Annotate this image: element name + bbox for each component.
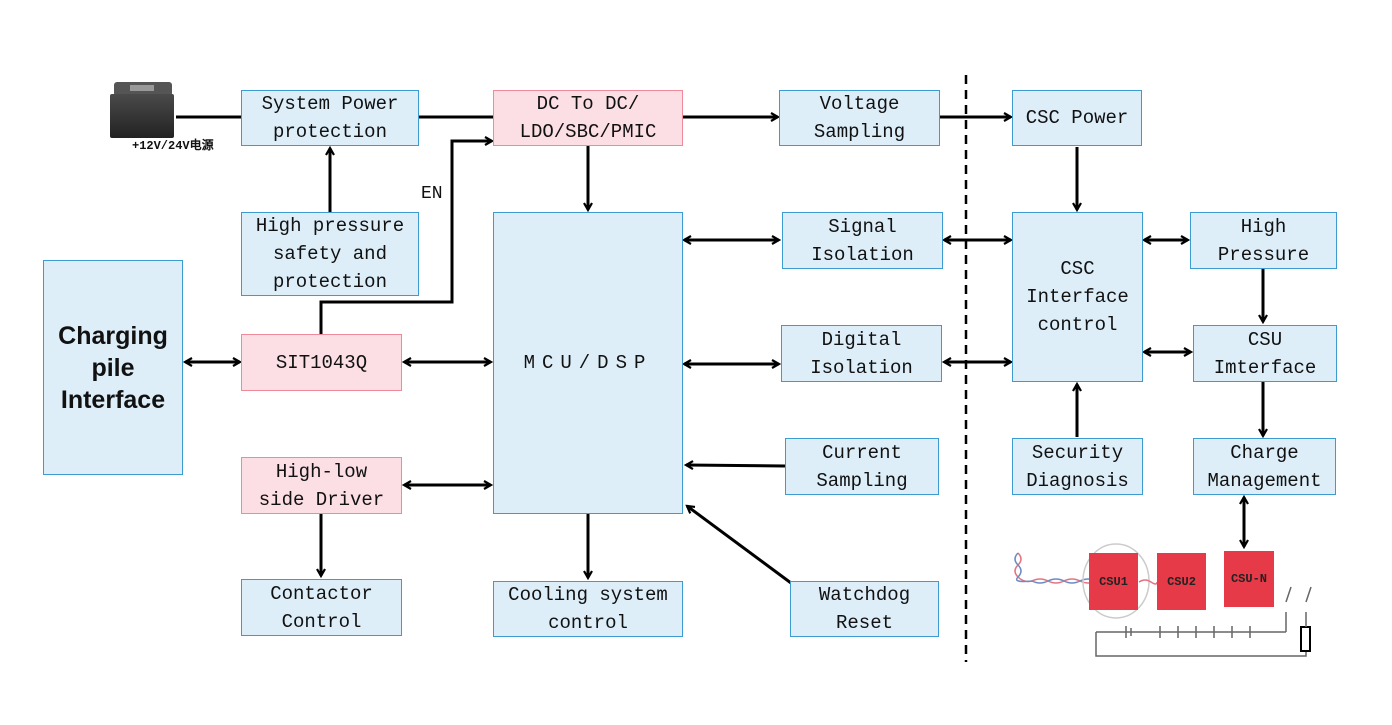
battery-pack-diagram bbox=[1014, 543, 1312, 657]
watchdog-reset-block: Watchdog Reset bbox=[790, 581, 939, 637]
current-to-mcu bbox=[686, 465, 786, 466]
high-pressure-block: High Pressure bbox=[1190, 212, 1337, 269]
signal-isolation-block: Signal Isolation bbox=[782, 212, 943, 269]
voltage-sampling-block: Voltage Sampling bbox=[779, 90, 940, 146]
high-pressure-safety-block: High pressure safety and protection bbox=[241, 212, 419, 296]
en-line bbox=[319, 141, 492, 334]
cooling-system-control-block: Cooling system control bbox=[493, 581, 683, 637]
charging-pile-interface-block: Charging pile Interface bbox=[43, 260, 183, 475]
mcu-dsp-block: MCU/DSP bbox=[493, 212, 683, 514]
charge-management-block: Charge Management bbox=[1193, 438, 1336, 495]
contactor-control-block: Contactor Control bbox=[241, 579, 402, 636]
digital-isolation-block: Digital Isolation bbox=[781, 325, 942, 382]
en-signal-label: EN bbox=[421, 184, 443, 204]
high-low-side-driver-block: High-low side Driver bbox=[241, 457, 402, 514]
csc-power-block: CSC Power bbox=[1012, 90, 1142, 146]
sit1043q-block: SIT1043Q bbox=[241, 334, 402, 391]
battery-icon bbox=[108, 82, 176, 138]
security-diagnosis-block: Security Diagnosis bbox=[1012, 438, 1143, 495]
watchdog-to-mcu bbox=[687, 506, 792, 585]
csc-interface-control-block: CSC Interface control bbox=[1012, 212, 1143, 382]
csu-unit-n: CSU-N bbox=[1224, 551, 1274, 607]
dc-to-dc-block: DC To DC/ LDO/SBC/PMIC bbox=[493, 90, 683, 146]
system-power-protection-block: System Power protection bbox=[241, 90, 419, 146]
csu-unit-1: CSU1 bbox=[1089, 553, 1138, 610]
csu-unit-2: CSU2 bbox=[1157, 553, 1206, 610]
csu-interface-block: CSU Imterface bbox=[1193, 325, 1337, 382]
power-source-label: +12V/24V电源 bbox=[132, 139, 214, 153]
current-sampling-block: Current Sampling bbox=[785, 438, 939, 495]
